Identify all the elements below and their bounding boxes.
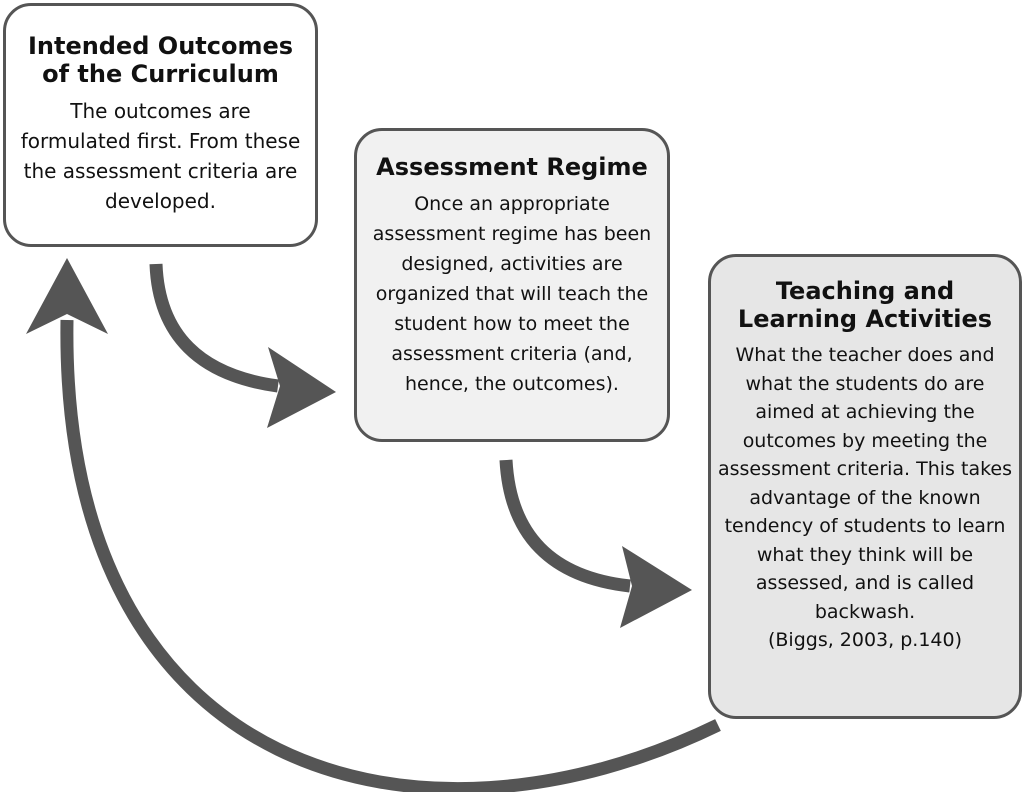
intended-outcomes-box: Intended Outcomes of the Curriculum The … — [3, 3, 318, 247]
arrow-head-assessment-to-teaching — [620, 546, 692, 628]
assessment-regime-text: Once an appropriate assessment regime ha… — [372, 193, 652, 396]
arrow-outcomes-to-assessment — [149, 263, 279, 393]
arrow-teaching-to-outcomes — [60, 319, 721, 792]
teaching-learning-title: Teaching and Learning Activities — [737, 277, 993, 334]
assessment-regime-title: Assessment Regime — [376, 153, 648, 181]
arrow-head-teaching-to-outcomes — [26, 258, 108, 334]
arrow-head-outcomes-to-assessment — [267, 347, 336, 428]
assessment-regime-box: Assessment Regime Once an appropriate as… — [354, 128, 670, 442]
intended-outcomes-title: Intended Outcomes of the Curriculum — [27, 32, 294, 89]
teaching-learning-text: What the teacher does and what the stude… — [717, 344, 1013, 623]
intended-outcomes-text: The outcomes are formulated first. From … — [20, 99, 301, 214]
citation-text: (Biggs, 2003, p.140) — [767, 629, 963, 652]
teaching-learning-box: Teaching and Learning Activities What th… — [708, 254, 1022, 719]
arrow-assessment-to-teaching — [499, 459, 631, 593]
